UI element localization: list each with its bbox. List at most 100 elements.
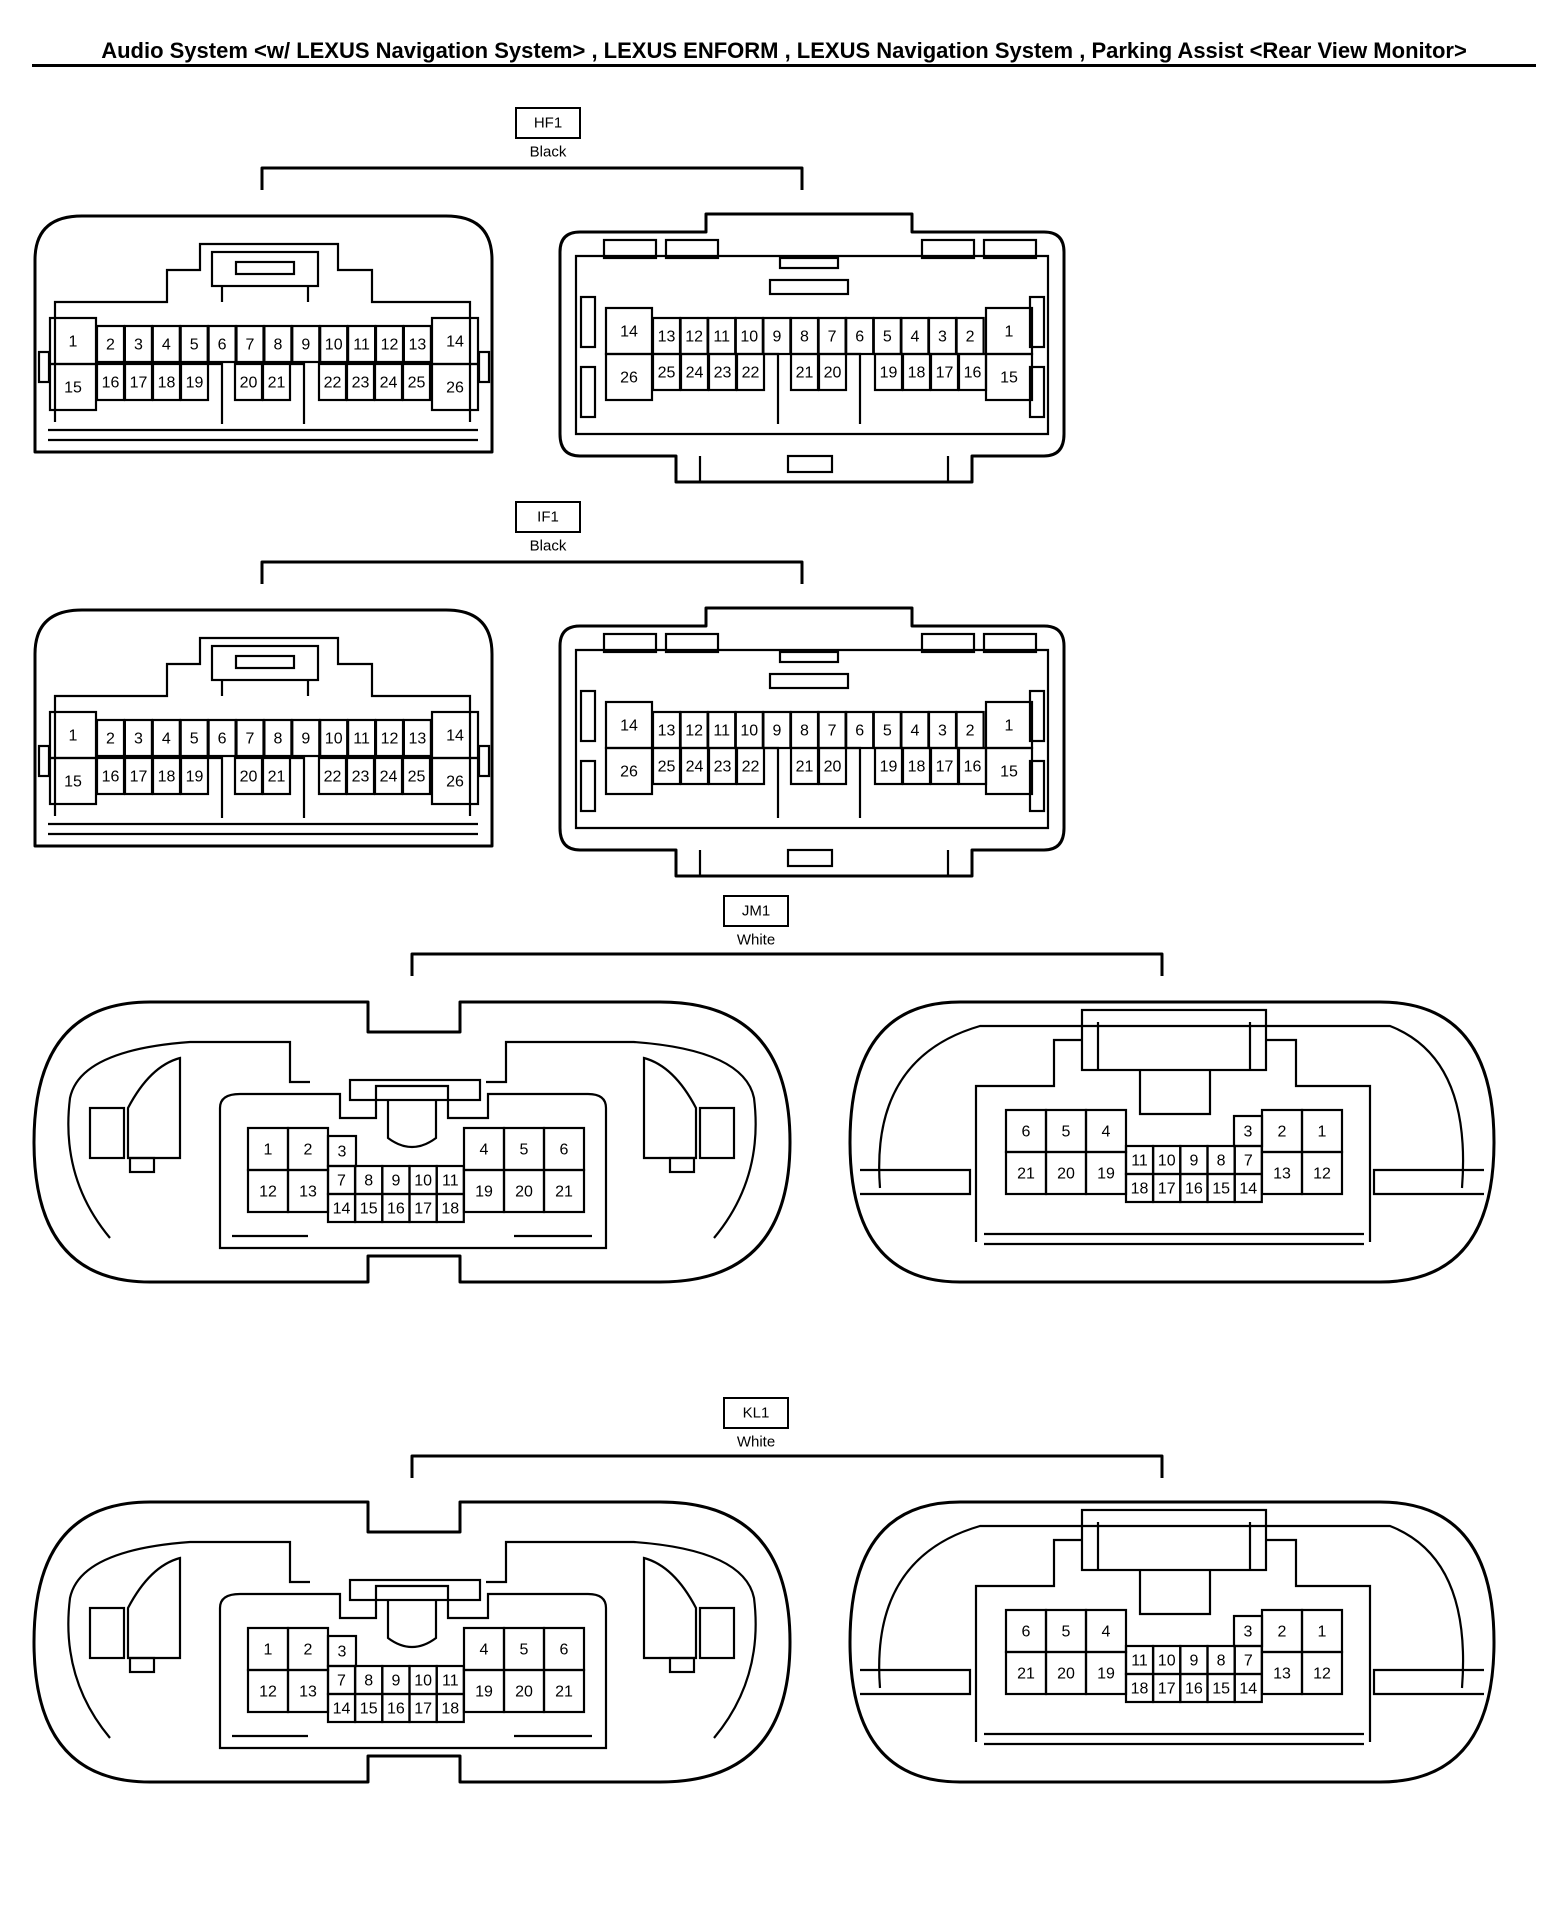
pin-number: 23 [714,365,732,382]
pin-number: 11 [713,329,730,346]
side-block-left [88,1106,126,1160]
pin-number: 10 [740,329,758,346]
pin-cell-box [435,1192,465,1224]
pin-cell: 9 [381,1664,411,1696]
pin-number: 24 [686,759,704,776]
inner-arc [878,1024,1465,1189]
pin-gaps [209,362,306,424]
pin-cell: 20 [233,362,264,402]
pin-cell: 18 [435,1192,465,1224]
pin-cell: 24 [679,352,710,392]
pin-cell: 22 [317,362,348,402]
side-tab-right [668,1656,696,1674]
top-key [768,672,850,690]
inner-arc [878,1524,1465,1689]
pin-cell: 6 [542,1626,586,1672]
base-lines [984,1232,1364,1246]
pin-number: 13 [658,723,676,740]
inner-arc-left [67,1540,310,1739]
pin-number: 10 [414,1173,432,1190]
pin-number: 20 [240,769,258,786]
pin-cell: 13 [402,718,432,758]
bottom-latch [786,454,834,474]
pin-number: 17 [414,1701,432,1718]
pin-number: 1 [1005,718,1014,735]
pin-cell: 6 [845,710,875,750]
pin-number: 21 [555,1684,573,1701]
connector-housing [848,1500,1496,1784]
pin-number: 18 [441,1201,459,1218]
pin-number: 8 [800,723,809,740]
pin-cell: 8 [1206,1144,1236,1176]
pin-cell-box [402,718,432,758]
pin-number: 10 [740,723,758,740]
connector-color: Black [530,538,567,555]
pin-number: 4 [162,731,171,748]
pin-cell: 4 [1084,1608,1128,1654]
pin-number: 1 [69,728,78,745]
pin-number: 19 [186,769,204,786]
pin-cell: 3 [123,718,154,758]
connector-bracket [410,952,1164,976]
lock-channel [1138,1070,1212,1116]
pin-gaps [765,746,862,818]
pin-number: 14 [446,334,464,351]
pin-cell: 16 [95,362,126,402]
pin-number: 6 [218,731,227,748]
pin-number: 6 [1022,1124,1031,1141]
pin-number: 6 [218,337,227,354]
pin-cell: 1 [1300,1608,1344,1654]
pin-cell: 18 [151,362,182,402]
top-key [778,650,840,664]
pin-cell-box [1300,1150,1344,1196]
pin-number: 9 [772,723,781,740]
side-key-right [477,744,491,778]
pin-cell: 13 [286,1668,330,1714]
pin-cell: 16 [957,352,988,392]
pin-cell: 12 [679,316,709,356]
pin-number: 4 [480,1142,489,1159]
pin-cell-box [1233,1672,1263,1704]
connector-housing [558,606,1066,878]
connector-housing [848,1000,1496,1284]
pin-number: 3 [938,329,947,346]
pin-cell: 17 [408,1192,438,1224]
pin-number: 1 [69,334,78,351]
pin-cell: 3 [927,710,958,750]
connector-inner-wall [53,636,472,816]
pin-number: 24 [380,769,398,786]
pin-cell: 2 [955,710,985,750]
pin-number: 8 [1217,1653,1226,1670]
pin-cell: 2 [286,1626,330,1672]
pin-number: 14 [620,324,638,341]
connector-inner-body [218,1584,608,1750]
top-key [778,256,840,270]
pin-number: 7 [1244,1653,1253,1670]
pin-number: 24 [686,365,704,382]
pin-cell: 5 [1044,1608,1088,1654]
pin-number: 11 [442,1673,459,1690]
pin-cell: 20 [502,1168,546,1214]
side-latch-left [126,1556,182,1660]
pin-cell-box [817,352,848,392]
pin-cell: 7 [817,316,847,356]
pin-cell: 7 [235,718,265,758]
pin-cell-box [735,746,766,786]
pin-number: 18 [441,1701,459,1718]
pin-number: 18 [1131,1681,1149,1698]
pin-cell: 21 [261,756,292,796]
housing-base-lines [48,428,478,442]
pin-cell: 18 [151,756,182,796]
connector-inner-frame [574,648,1050,830]
pin-number: 3 [134,337,143,354]
pin-cell: 16 [1179,1672,1209,1704]
pin-cell: 4 [151,718,181,758]
side-key-left [37,350,51,384]
pin-cell: 11 [1124,1644,1155,1676]
pin-cell: 4 [462,1126,506,1172]
pin-number: 2 [304,1142,313,1159]
pin-number: 9 [301,337,310,354]
